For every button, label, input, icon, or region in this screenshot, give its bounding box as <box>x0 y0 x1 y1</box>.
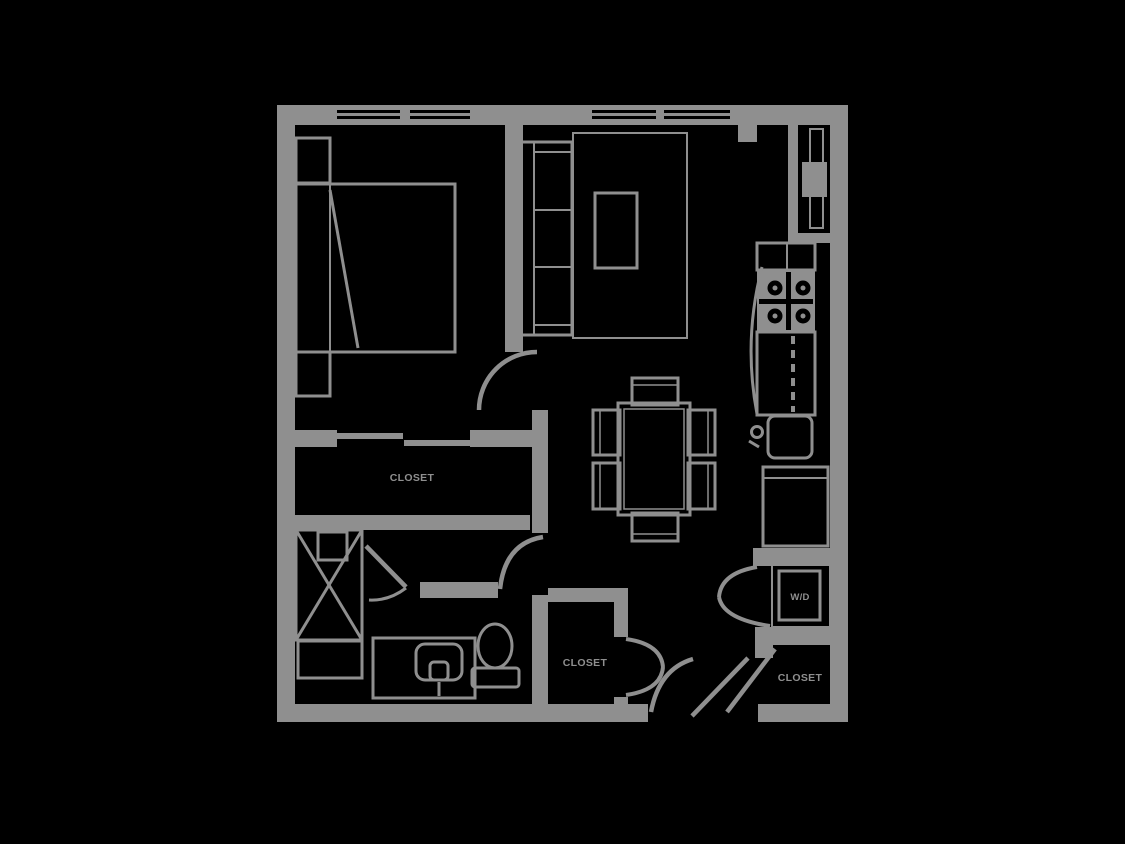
bifold-door-icon <box>625 637 665 697</box>
bottom-right-closet-label: CLOSET <box>778 672 823 684</box>
wall-entry-closet-east-a <box>614 602 628 637</box>
bathroom <box>294 528 521 700</box>
wall-bedroom-south-b <box>470 430 532 447</box>
cooktop-icon <box>757 270 815 332</box>
closet-door-leaf <box>725 647 777 714</box>
door-swing-arc-icon <box>749 266 764 415</box>
wall-bedroom-south-a <box>277 430 337 447</box>
dining-chair-icon <box>686 461 717 511</box>
door-swing-arc-icon <box>497 534 544 590</box>
wall-entry-closet-north <box>548 588 628 602</box>
wall-pantry-south <box>788 233 848 243</box>
pantry-rod-icon <box>802 128 827 229</box>
wall-pantry-west <box>788 123 798 243</box>
sliding-closet-door-icon <box>337 433 403 439</box>
dining-chair-icon <box>630 511 680 543</box>
kitchen-sink-icon <box>748 414 814 460</box>
refrigerator-icon <box>761 465 830 548</box>
nightstand-icon <box>294 136 332 185</box>
entry-closet-label: CLOSET <box>563 657 608 669</box>
dining-table-icon <box>616 401 692 517</box>
kitchen <box>748 128 831 628</box>
vanity-sink-icon <box>371 636 477 700</box>
wall-kitchen-stub <box>738 105 757 142</box>
wall-left <box>277 105 295 722</box>
wall-entry-closet-east-b <box>614 697 628 711</box>
bifold-door-icon <box>717 565 771 628</box>
wall-closet-south <box>277 515 530 530</box>
bedroom <box>294 136 457 398</box>
nightstand-icon <box>294 350 332 398</box>
wall-wd-north <box>753 548 830 566</box>
washer-dryer-label: W/D <box>790 592 809 603</box>
rug-icon <box>572 132 688 339</box>
wall-hall-west <box>532 595 548 704</box>
bath-cabinet <box>296 639 364 680</box>
dining-area <box>591 376 717 543</box>
wall-closet-east <box>532 410 548 533</box>
dishwasher-icon <box>755 330 817 417</box>
wall-right <box>830 105 848 722</box>
closet-mid-label: CLOSET <box>390 472 435 484</box>
utility-shelf-x-icon <box>294 528 364 642</box>
coffee-table-icon <box>593 191 639 270</box>
bathroom-door <box>364 544 408 602</box>
toilet-icon <box>470 622 521 689</box>
dining-chair-icon <box>591 408 622 457</box>
windows <box>337 110 730 119</box>
dining-chair-icon <box>630 376 680 407</box>
sliding-closet-door-icon <box>404 440 470 446</box>
wall-bottom-left <box>277 704 648 722</box>
door-swing-arc-icon <box>476 349 538 411</box>
labels: CLOSET CLOSET CLOSET W/D <box>390 472 823 684</box>
wall-bottom-right <box>758 704 848 722</box>
doors <box>364 349 777 718</box>
walls <box>277 105 848 722</box>
sofa-icon <box>518 140 574 337</box>
dining-chair-icon <box>591 461 622 511</box>
washer-dryer-icon <box>771 562 831 628</box>
wall-bath-north <box>420 582 498 598</box>
living-room <box>518 132 688 339</box>
dining-chair-icon <box>686 408 717 457</box>
bed-icon <box>294 182 457 354</box>
wall-top <box>277 105 848 125</box>
window-icon <box>592 110 730 119</box>
entry-door <box>648 656 750 718</box>
wall-wd-south <box>755 627 830 645</box>
window-icon <box>337 110 470 119</box>
wall-brcloset-west-stub <box>755 627 773 658</box>
